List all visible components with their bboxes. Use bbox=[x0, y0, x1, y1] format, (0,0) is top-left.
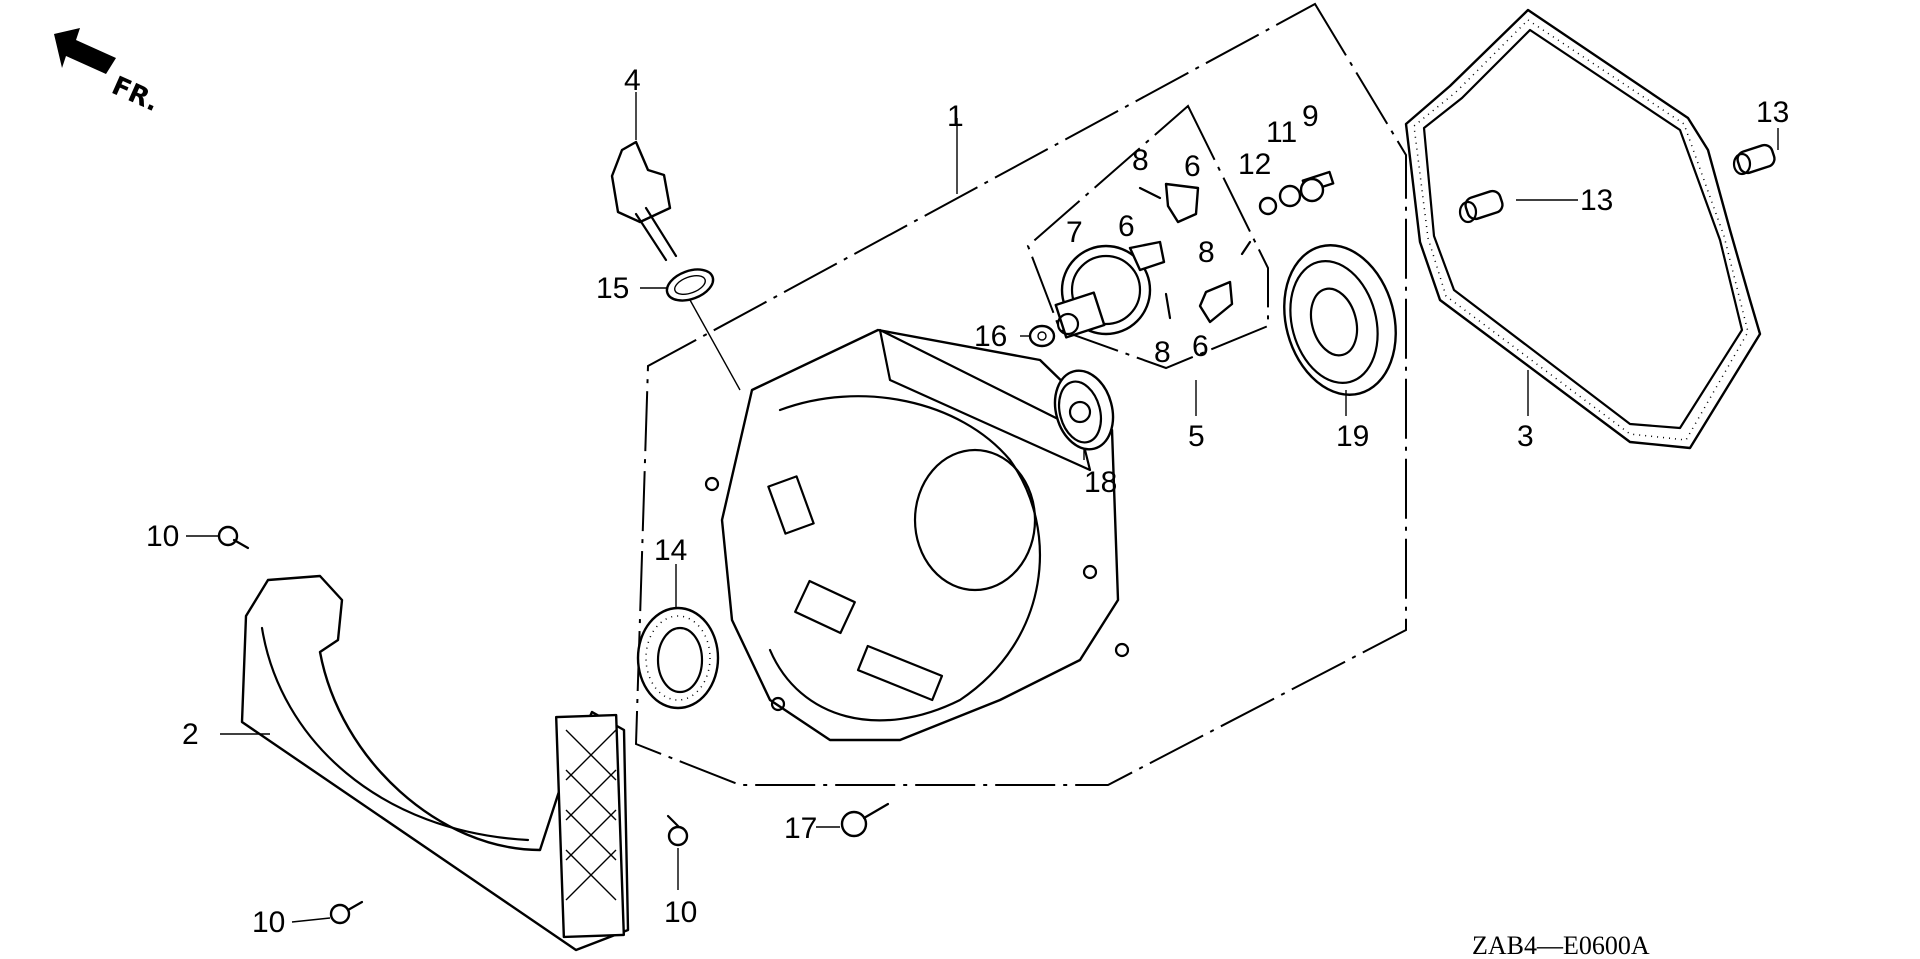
callout-7[interactable]: 7 bbox=[1066, 216, 1083, 249]
callout-8a[interactable]: 8 bbox=[1132, 144, 1149, 177]
oil-seal bbox=[636, 606, 720, 710]
callout-6a[interactable]: 6 bbox=[1184, 150, 1201, 183]
orientation-label: FR. bbox=[107, 71, 163, 118]
callout-5[interactable]: 5 bbox=[1188, 420, 1205, 453]
callout-9[interactable]: 9 bbox=[1302, 100, 1319, 133]
callout-10a[interactable]: 10 bbox=[146, 520, 179, 553]
callout-labels: 1 2 3 4 5 6 6 6 7 8 8 8 9 10 10 10 11 12… bbox=[146, 64, 1789, 939]
callout-12[interactable]: 12 bbox=[1238, 148, 1271, 181]
callout-17[interactable]: 17 bbox=[784, 812, 817, 845]
assembly-boundary-1 bbox=[634, 2, 1407, 786]
governor-shaft-parts bbox=[1258, 170, 1335, 216]
callout-15[interactable]: 15 bbox=[596, 272, 629, 305]
callout-19[interactable]: 19 bbox=[1336, 420, 1369, 453]
callout-8b[interactable]: 8 bbox=[1198, 236, 1215, 269]
drawing-code: ZAB4—E0600A bbox=[1472, 931, 1650, 959]
callout-18[interactable]: 18 bbox=[1084, 466, 1117, 499]
dowel-pins bbox=[1458, 143, 1776, 224]
governor-assembly bbox=[1028, 182, 1252, 348]
flange-bolts bbox=[217, 525, 890, 925]
callout-16[interactable]: 16 bbox=[974, 320, 1007, 353]
callout-13b[interactable]: 13 bbox=[1756, 96, 1789, 129]
callout-10c[interactable]: 10 bbox=[664, 896, 697, 929]
assembly-boundary-5 bbox=[1026, 104, 1269, 370]
oil-filler-cap bbox=[610, 140, 715, 302]
lower-shroud bbox=[240, 574, 630, 952]
front-direction-arrow-icon bbox=[54, 28, 116, 74]
callout-11[interactable]: 11 bbox=[1266, 116, 1297, 149]
callout-3[interactable]: 3 bbox=[1517, 420, 1534, 453]
callout-4[interactable]: 4 bbox=[624, 64, 641, 97]
ball-bearing-large bbox=[1283, 244, 1397, 396]
callout-10b[interactable]: 10 bbox=[252, 906, 285, 939]
leader-lines bbox=[186, 92, 1779, 923]
cover-gasket bbox=[1404, 8, 1762, 450]
callout-8c[interactable]: 8 bbox=[1154, 336, 1171, 369]
callout-1[interactable]: 1 bbox=[947, 100, 964, 133]
callout-13a[interactable]: 13 bbox=[1580, 184, 1613, 217]
ball-bearing-small bbox=[1053, 369, 1115, 451]
callout-2[interactable]: 2 bbox=[182, 718, 199, 751]
callout-6b[interactable]: 6 bbox=[1118, 210, 1135, 243]
callout-14[interactable]: 14 bbox=[654, 534, 687, 567]
crankcase-cover bbox=[704, 328, 1130, 742]
callout-6c[interactable]: 6 bbox=[1192, 330, 1209, 363]
